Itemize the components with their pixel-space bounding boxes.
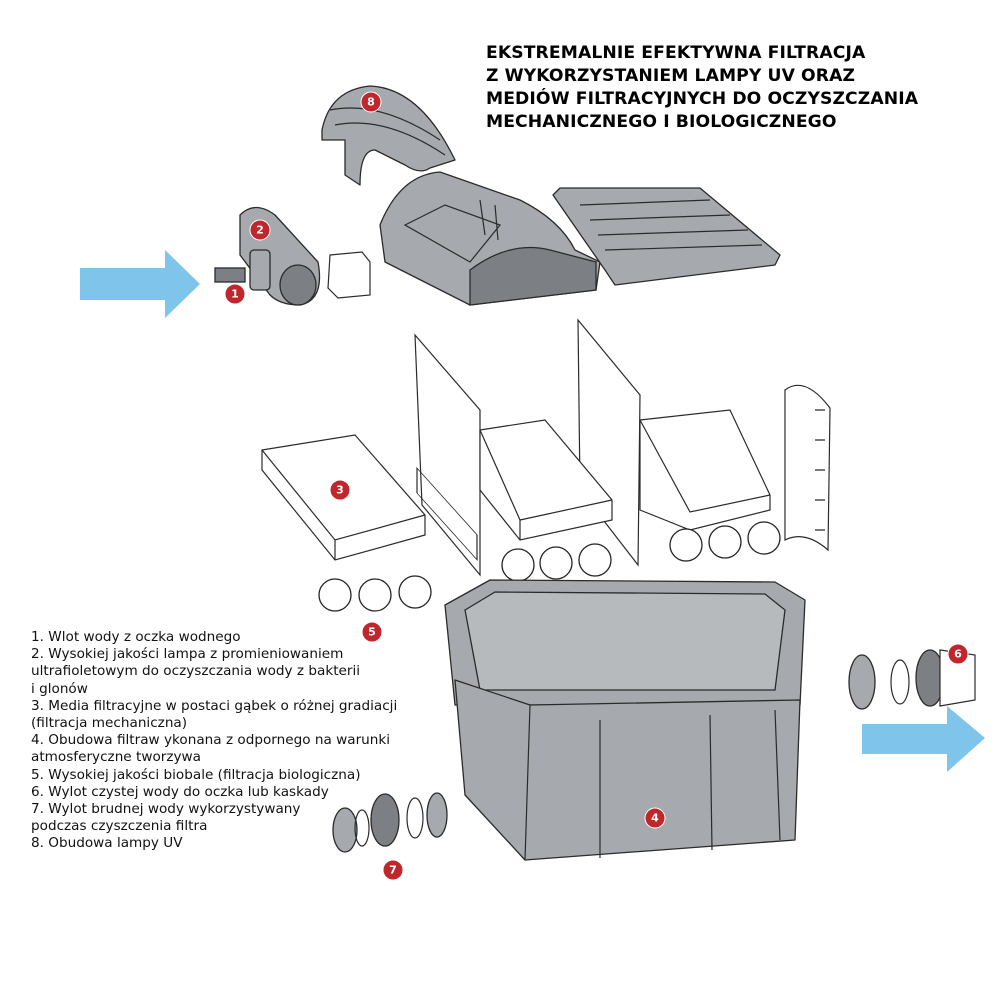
sponge-2 xyxy=(479,419,613,541)
legend-line: 2. Wysokiej jakości lampa z promieniowan… xyxy=(31,646,344,663)
parts-legend: 1. Wlot wody z oczka wodnego 2. Wysokiej… xyxy=(31,629,397,853)
divider-panel-right xyxy=(577,318,641,567)
filter-box xyxy=(444,579,806,861)
uv-lamp-cover xyxy=(321,85,456,186)
headline-line: Z WYKORZYSTANIEM LAMPY UV ORAZ xyxy=(486,66,856,86)
uv-lamp xyxy=(214,206,321,306)
marker-7: 7 xyxy=(382,859,404,881)
drain-fittings xyxy=(332,792,448,853)
legend-line: 7. Wylot brudnej wody wykorzystywany xyxy=(31,801,301,818)
svg-text:4: 4 xyxy=(651,812,659,825)
divider-panel-left xyxy=(414,333,481,577)
marker-2: 2 xyxy=(249,219,271,241)
outlet-fittings xyxy=(848,649,976,710)
svg-text:7: 7 xyxy=(389,864,397,877)
legend-line: podczas czyszczenia filtra xyxy=(31,818,208,835)
legend-line: 4. Obudowa filtraw ykonana z odpornego n… xyxy=(31,732,391,749)
marker-8: 8 xyxy=(360,91,382,113)
marker-6: 6 xyxy=(947,643,969,665)
svg-text:8: 8 xyxy=(367,96,375,109)
corrugated-sheet xyxy=(784,384,831,552)
outlet-arrow xyxy=(862,706,985,772)
biobales xyxy=(318,521,781,612)
marker-4: 4 xyxy=(644,807,666,829)
legend-line: 1. Wlot wody z oczka wodnego xyxy=(31,629,241,645)
svg-text:1: 1 xyxy=(231,288,239,301)
legend-line: i glonów xyxy=(31,680,88,697)
legend-line: (filtracja mechaniczna) xyxy=(31,715,188,732)
headline-line: EKSTREMALNIE EFEKTYWNA FILTRACJA xyxy=(486,43,866,63)
filter-lid xyxy=(552,187,781,286)
svg-text:5: 5 xyxy=(368,626,376,639)
inlet-arrow xyxy=(80,250,200,318)
marker-1: 1 xyxy=(224,283,246,305)
legend-line: 6. Wylot czystej wody do oczka lub kaska… xyxy=(31,783,329,800)
headline: EKSTREMALNIE EFEKTYWNA FILTRACJA Z WYKOR… xyxy=(486,42,918,134)
legend-line: 8. Obudowa lampy UV xyxy=(31,835,183,852)
sponge-3 xyxy=(639,409,771,531)
legend-line: atmosferyczne tworzywa xyxy=(31,749,201,766)
filter-head xyxy=(379,171,601,306)
svg-text:2: 2 xyxy=(256,224,264,237)
svg-text:3: 3 xyxy=(336,484,344,497)
legend-line: 5. Wysokiej jakości biobale (filtracja b… xyxy=(31,766,361,783)
marker-5: 5 xyxy=(361,621,383,643)
marker-3: 3 xyxy=(329,479,351,501)
legend-line: ultrafioletowym do oczyszczania wody z b… xyxy=(31,663,361,680)
legend-line: 3. Media filtracyjne w postaci gąbek o r… xyxy=(31,697,398,714)
svg-text:6: 6 xyxy=(954,648,962,661)
headline-line: MEDIÓW FILTRACYJNYCH DO OCZYSZCZANIA xyxy=(486,89,919,109)
headline-line: MECHANICZNEGO I BIOLOGICZNEGO xyxy=(486,112,837,132)
ballast-box xyxy=(327,251,371,299)
